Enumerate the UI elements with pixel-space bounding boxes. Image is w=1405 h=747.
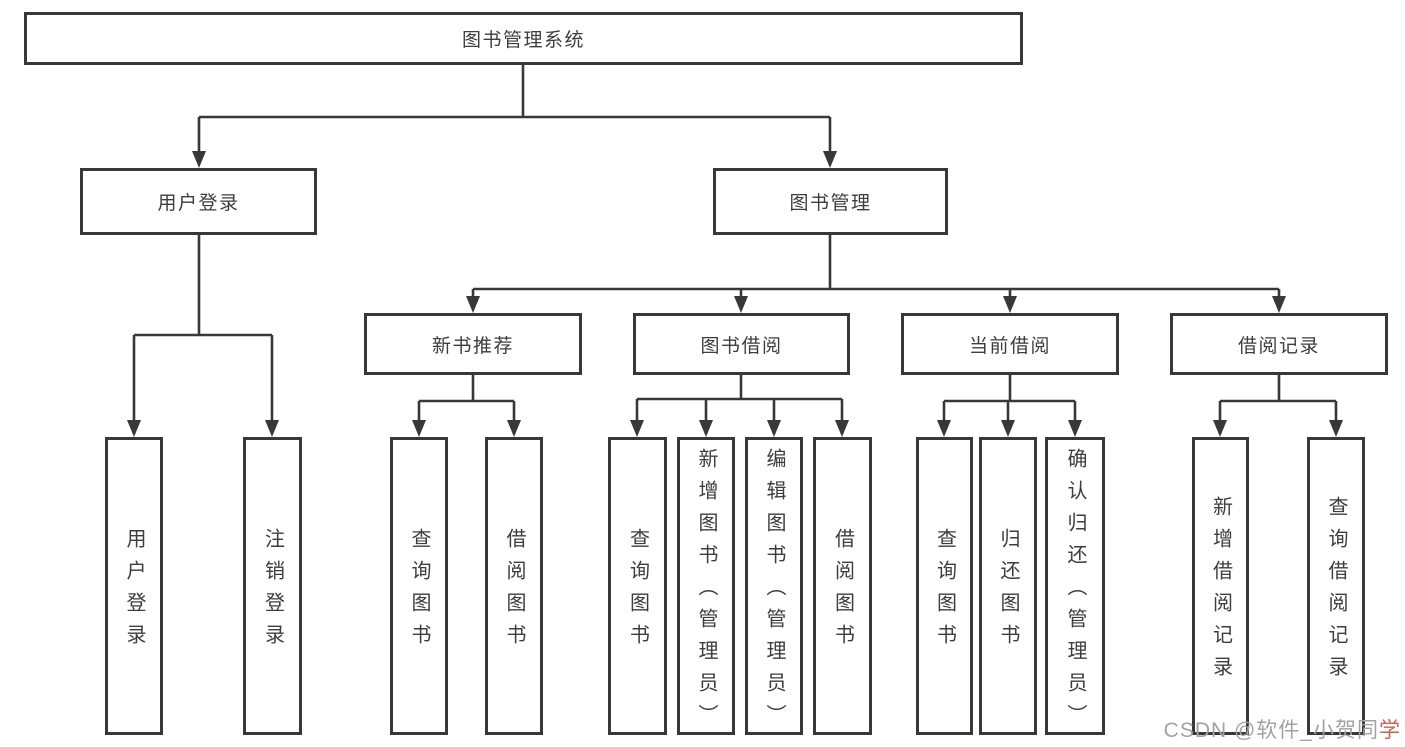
leaf-label: 新增借阅记录 xyxy=(1209,496,1232,688)
leaf-add-book-admin: 新增图书（管理员） xyxy=(677,437,735,736)
leaf-label: 编辑图书（管理员） xyxy=(763,448,785,736)
arrowhead-icon xyxy=(412,420,426,437)
node-borrowing-records: 借阅记录 xyxy=(1170,313,1388,375)
arrowhead-icon xyxy=(192,151,206,168)
node-book-management: 图书管理 xyxy=(713,168,948,235)
csdn-watermark: CSDN @软件_小贺同学 xyxy=(1164,714,1401,744)
arrowhead-icon xyxy=(127,420,141,437)
leaf-label: 新增图书（管理员） xyxy=(695,448,717,736)
leaf-return-book: 归还图书 xyxy=(979,437,1037,735)
node-library-management-system: 图书管理系统 xyxy=(24,12,1023,65)
node-user-login: 用户登录 xyxy=(80,168,317,235)
leaf-query-books-1: 查询图书 xyxy=(390,437,448,735)
arrowhead-icon xyxy=(1068,420,1082,437)
arrowhead-icon xyxy=(507,420,521,437)
arrowhead-icon xyxy=(937,420,951,437)
arrowhead-icon xyxy=(823,151,837,168)
arrowhead-icon xyxy=(1213,420,1227,437)
leaf-add-borrow-record: 新增借阅记录 xyxy=(1192,437,1249,735)
node-book-borrowing: 图书借阅 xyxy=(633,313,850,375)
arrowhead-icon xyxy=(835,420,849,437)
leaf-label: 注销登录 xyxy=(261,528,284,656)
leaf-label: 查询图书 xyxy=(933,528,956,656)
arrowhead-icon xyxy=(767,420,781,437)
arrowhead-icon xyxy=(1001,420,1015,437)
arrowhead-icon xyxy=(699,420,713,437)
watermark-accent-char: 学 xyxy=(1379,719,1401,742)
leaf-borrow-books-1: 借阅图书 xyxy=(485,437,543,735)
leaf-label: 查询借阅记录 xyxy=(1325,496,1347,688)
leaf-label: 查询图书 xyxy=(626,528,649,656)
leaf-borrow-books-2: 借阅图书 xyxy=(813,437,872,735)
arrowhead-icon xyxy=(1003,296,1017,313)
leaf-label: 借阅图书 xyxy=(831,528,854,656)
leaf-logout: 注销登录 xyxy=(243,437,302,735)
arrowhead-icon xyxy=(734,296,748,313)
watermark-text: CSDN @软件_小贺同 xyxy=(1163,719,1379,742)
leaf-label: 确认归还（管理员） xyxy=(1064,448,1086,736)
arrowhead-icon xyxy=(265,420,279,437)
leaf-label: 借阅图书 xyxy=(503,528,525,656)
leaf-label: 查询图书 xyxy=(408,528,430,656)
leaf-edit-book-admin: 编辑图书（管理员） xyxy=(745,437,803,736)
node-new-book-recommendation: 新书推荐 xyxy=(364,313,582,375)
arrowhead-icon xyxy=(1329,420,1343,437)
leaf-query-books-2: 查询图书 xyxy=(608,437,667,735)
leaf-confirm-return-admin: 确认归还（管理员） xyxy=(1045,437,1105,736)
arrowhead-icon xyxy=(1272,296,1286,313)
arrowhead-icon xyxy=(630,420,644,437)
node-current-borrowing: 当前借阅 xyxy=(901,313,1119,375)
leaf-user-login: 用户登录 xyxy=(105,437,163,735)
leaf-query-borrow-record: 查询借阅记录 xyxy=(1307,437,1365,735)
leaf-query-books-3: 查询图书 xyxy=(916,437,973,735)
arrowhead-icon xyxy=(466,296,480,313)
leaf-label: 归还图书 xyxy=(997,528,1019,656)
leaf-label: 用户登录 xyxy=(123,528,145,656)
